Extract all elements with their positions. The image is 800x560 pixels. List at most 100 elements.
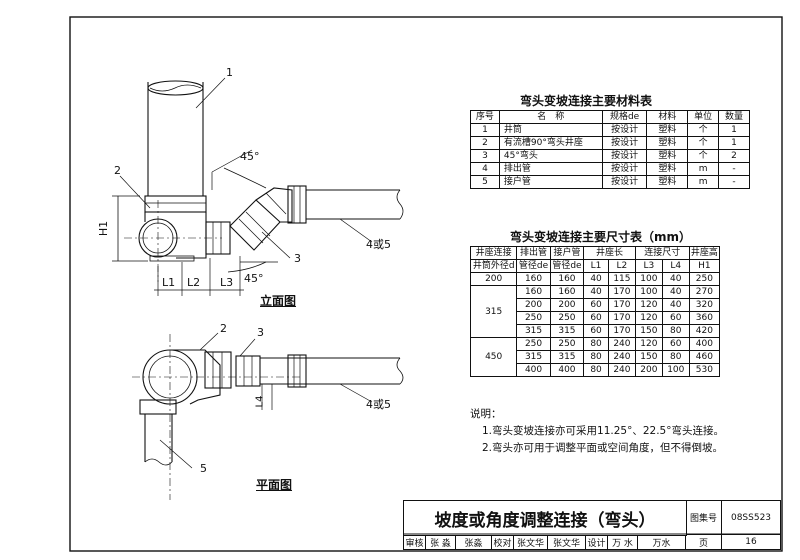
table-cell: 按设计	[601, 136, 648, 150]
plan-elbow	[235, 355, 261, 387]
elevation-title: 立面图	[260, 294, 297, 308]
outlet-socket	[287, 185, 307, 224]
table-cell: 塑料	[646, 136, 689, 150]
drawing-title: 坡度或角度调整连接（弯头）	[404, 501, 687, 536]
dim-header-cell: 排出管	[516, 246, 551, 260]
label-l2: L2	[187, 276, 201, 289]
dim-header-cell: L1	[583, 259, 609, 273]
table-cell: 个	[687, 136, 720, 150]
plan-label-part-5: 5	[200, 462, 207, 475]
materials-header-cell: 材料	[646, 110, 689, 124]
leader-4	[339, 218, 373, 243]
pipe-break-mark	[396, 189, 404, 220]
table-cell: 240	[607, 363, 636, 377]
table-cell: 200	[634, 363, 663, 377]
table-cell: 315	[549, 324, 585, 338]
table-cell: 150	[634, 324, 663, 338]
table-cell: 120	[634, 298, 663, 312]
table-cell: 井筒	[498, 123, 603, 137]
table-cell: 315	[469, 285, 518, 338]
table-cell: m	[687, 162, 720, 176]
table-cell: 塑料	[646, 149, 689, 163]
table-cell: 2	[718, 149, 750, 163]
table-cell: 320	[688, 298, 721, 312]
table-cell: 420	[688, 324, 721, 338]
table-cell: 120	[634, 311, 663, 325]
plan-leader-4	[339, 383, 373, 403]
leader-2	[119, 175, 151, 209]
table-cell: 45°弯头	[498, 149, 603, 163]
table-cell: 塑料	[646, 123, 689, 137]
atlas-no-label: 图集号	[686, 501, 722, 535]
table-cell: 240	[607, 350, 636, 364]
table-cell: 80	[661, 350, 690, 364]
table-cell: 1	[718, 136, 750, 150]
table-cell: 60	[583, 298, 609, 312]
table-cell: 170	[607, 324, 636, 338]
table-cell: 150	[634, 350, 663, 364]
plan-branch-socket	[139, 399, 177, 415]
elevation-drawing	[112, 77, 404, 296]
dimensions-table: 井座连接 排出管 接户管 井座长 连接尺寸 井座高 井筒外径d 管径de 管径d…	[469, 246, 721, 377]
table-cell: 80	[583, 350, 609, 364]
dim-header-cell: 井座高	[688, 246, 721, 260]
plan-outlet-socket	[287, 354, 307, 388]
angle-arc-bottom	[227, 261, 267, 273]
signoff-cell: 张 淼	[426, 535, 456, 549]
table-cell: 按设计	[601, 149, 648, 163]
table-cell: 有流槽90°弯头井座	[498, 136, 603, 150]
plan-label-part-2: 2	[220, 322, 227, 335]
table-cell: 160	[516, 285, 551, 299]
label-l1: L1	[162, 276, 176, 289]
atlas-no: 08SS523	[722, 501, 780, 535]
leader-1	[195, 77, 226, 109]
materials-table-title: 弯头变坡连接主要材料表	[520, 94, 653, 108]
table-cell: 按设计	[601, 123, 648, 137]
plan-label-part-3: 3	[257, 326, 264, 339]
pipe-break-mark	[144, 458, 173, 466]
table-cell: 250	[549, 337, 585, 351]
table-cell: 450	[469, 337, 518, 377]
label-angle-top: 45°	[240, 150, 260, 163]
angle-arc-top	[223, 167, 267, 189]
table-cell: 60	[661, 311, 690, 325]
dim-header-cell: 管径de	[516, 259, 551, 273]
table-cell: 40	[661, 272, 690, 286]
plan-leader-3	[239, 338, 256, 357]
title-block: 坡度或角度调整连接（弯头） 图集号 08SS523 审核张 淼张淼校对张文华张文…	[403, 500, 781, 550]
dim-header-cell: 井筒外径d	[469, 259, 518, 273]
table-cell: 170	[607, 311, 636, 325]
table-cell: 240	[607, 337, 636, 351]
page-no: 16	[745, 537, 757, 547]
table-cell: 200	[516, 298, 551, 312]
table-cell: 80	[583, 337, 609, 351]
table-cell: 1	[470, 123, 500, 137]
table-cell: 400	[688, 337, 721, 351]
table-cell: 60	[583, 324, 609, 338]
table-cell: 170	[607, 298, 636, 312]
dim-header-cell: 井座连接	[469, 246, 518, 260]
dimensions-header-row-2: 井筒外径d 管径de 管径de L1 L2 L3 L4 H1	[469, 259, 721, 273]
table-cell: 115	[607, 272, 636, 286]
pipe-break-mark	[149, 84, 202, 92]
table-cell: 360	[688, 311, 721, 325]
table-cell: 200	[469, 272, 518, 286]
label-angle-bottom: 45°	[244, 272, 264, 285]
table-cell: 400	[516, 363, 551, 377]
table-cell: 塑料	[646, 175, 689, 189]
dimensions-table-title: 弯头变坡连接主要尺寸表（mm）	[510, 230, 692, 244]
table-cell: 塑料	[646, 162, 689, 176]
riser-socket	[144, 195, 207, 213]
plan-label-l4: L4	[254, 395, 266, 408]
signoff-cell: 张文华	[548, 535, 586, 549]
table-cell: 315	[516, 324, 551, 338]
